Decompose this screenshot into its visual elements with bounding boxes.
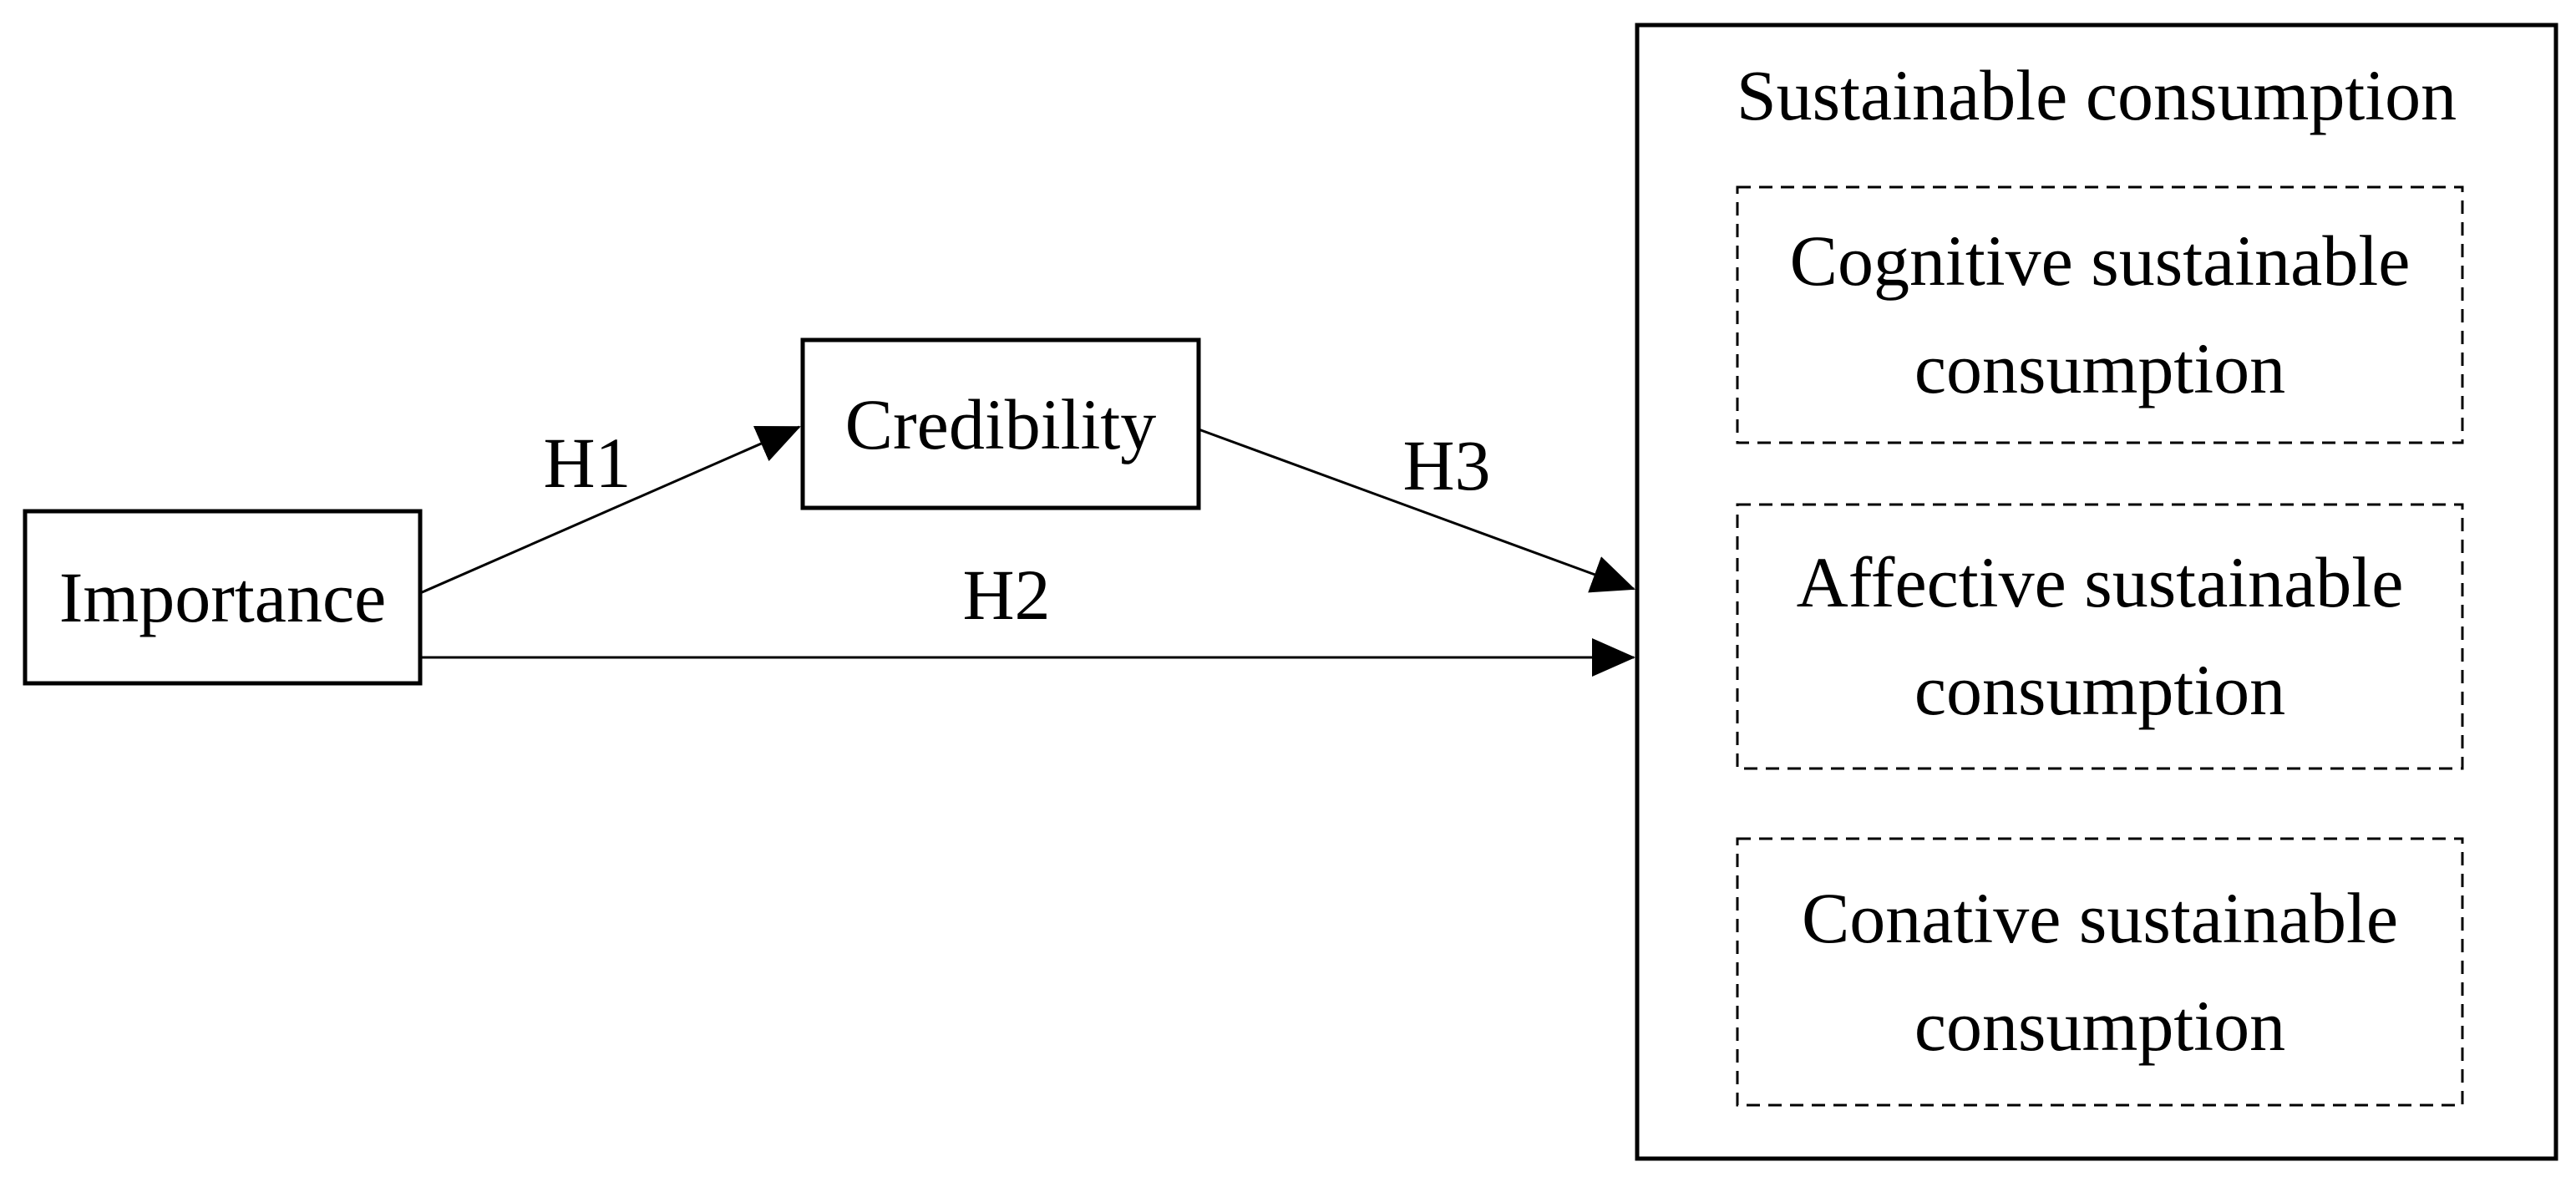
h3-label: H3	[1402, 425, 1491, 505]
conative-component-label: Conative sustainable consumption	[1801, 877, 2399, 1066]
affective-component-label: Affective sustainable consumption	[1796, 542, 2404, 730]
cognitive-dashed-box-border	[1736, 185, 2464, 444]
sustainable-consumption-box-border	[1635, 23, 2558, 1161]
credibility-label: Credibility	[844, 383, 1157, 464]
h3-arrow	[1198, 428, 1635, 593]
cognitive-component-label: Cognitive sustainable consumption	[1789, 221, 2411, 408]
importance-label: Importance	[58, 557, 387, 637]
h1-label: H1	[543, 423, 631, 503]
affective-dashed-box-border	[1736, 503, 2464, 770]
h2-label: H2	[962, 555, 1051, 635]
sustainable-consumption-title: Sustainable consumption	[1736, 55, 2457, 135]
conative-dashed-box-border	[1736, 837, 2464, 1107]
importance-box-border	[23, 509, 423, 686]
h1-arrow	[419, 425, 801, 595]
credibility-box-border	[800, 337, 1201, 510]
